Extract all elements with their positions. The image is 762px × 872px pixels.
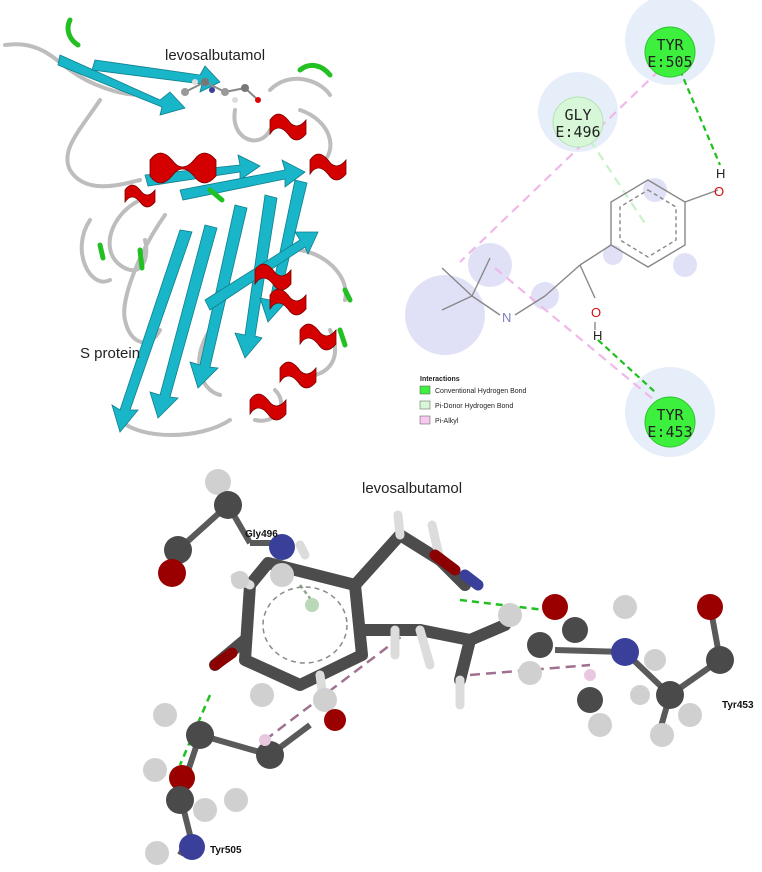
residue-name: GLY	[564, 106, 591, 124]
residue-label-tyr505: Tyr505	[210, 845, 242, 856]
protein-label: S protein	[80, 345, 140, 362]
protein-ribbon-panel: levosalbutamol S protein	[0, 0, 380, 455]
residue-chain-pos: E:505	[647, 53, 692, 71]
interaction-lines	[459, 59, 722, 406]
residue-name: TYR	[656, 406, 684, 424]
legend-item-label: Conventional Hydrogen Bond	[435, 388, 527, 395]
interaction-2d-panel: H O N O H TYR E:505 GLY E:496 TYR E:453 …	[380, 0, 762, 460]
legend-item-label: Pi-Alkyl	[435, 418, 459, 425]
ligand-skeleton	[441, 179, 719, 330]
binding-3d-view: levosalbutamol Gly496 Tyr505 Tyr453	[143, 469, 754, 865]
ligand-label: levosalbutamol	[165, 47, 265, 64]
ligand-oxygen-sticks	[209, 549, 461, 671]
ring-centroid	[305, 598, 319, 612]
residue-tyr505: TYR E:505	[644, 26, 696, 78]
atom-h-phenol: H	[716, 166, 725, 181]
atom-o-phenol: O	[714, 184, 724, 199]
legend-item-label: Pi-Donor Hydrogen Bond	[435, 403, 513, 410]
residue-label-tyr453: Tyr453	[722, 700, 754, 711]
binding-3d-panel: levosalbutamol Gly496 Tyr505 Tyr453	[0, 455, 762, 872]
ligand-sticks	[209, 529, 511, 691]
solvent-halos	[405, 0, 715, 457]
legend-swatch	[419, 385, 431, 395]
atom-h-hydroxyl: H	[593, 328, 602, 343]
protein-ribbon-view: levosalbutamol S protein	[3, 17, 353, 437]
aromatic-ring-3d	[262, 586, 348, 664]
ligand-label-3d: levosalbutamol	[362, 480, 462, 497]
beta-strands	[57, 54, 319, 433]
residue-tyr453: TYR E:453	[644, 396, 696, 448]
residue-label-gly496: Gly496	[245, 529, 278, 540]
legend-swatch	[419, 400, 431, 410]
atom-n-amine: N	[502, 310, 511, 325]
residue-gly496-3d	[158, 469, 295, 589]
interaction-legend: Interactions Conventional Hydrogen Bond …	[419, 376, 527, 425]
alpha-helices	[124, 113, 347, 421]
atom-o-hydroxyl: O	[591, 305, 601, 320]
legend-swatch	[419, 415, 431, 425]
residue-tyr453-3d	[498, 594, 734, 747]
ligand-molecule	[181, 78, 261, 103]
legend-title: Interactions	[420, 376, 460, 383]
residue-chain-pos: E:453	[647, 423, 692, 441]
ligand-nitrogen-stick	[459, 569, 484, 591]
residue-name: TYR	[656, 36, 684, 54]
residue-chain-pos: E:496	[555, 123, 600, 141]
turn-segments	[65, 17, 353, 348]
interaction-2d-diagram: H O N O H TYR E:505 GLY E:496 TYR E:453 …	[405, 0, 725, 457]
residue-gly496: GLY E:496	[552, 96, 604, 148]
residue-tyr505-3d	[143, 683, 346, 865]
